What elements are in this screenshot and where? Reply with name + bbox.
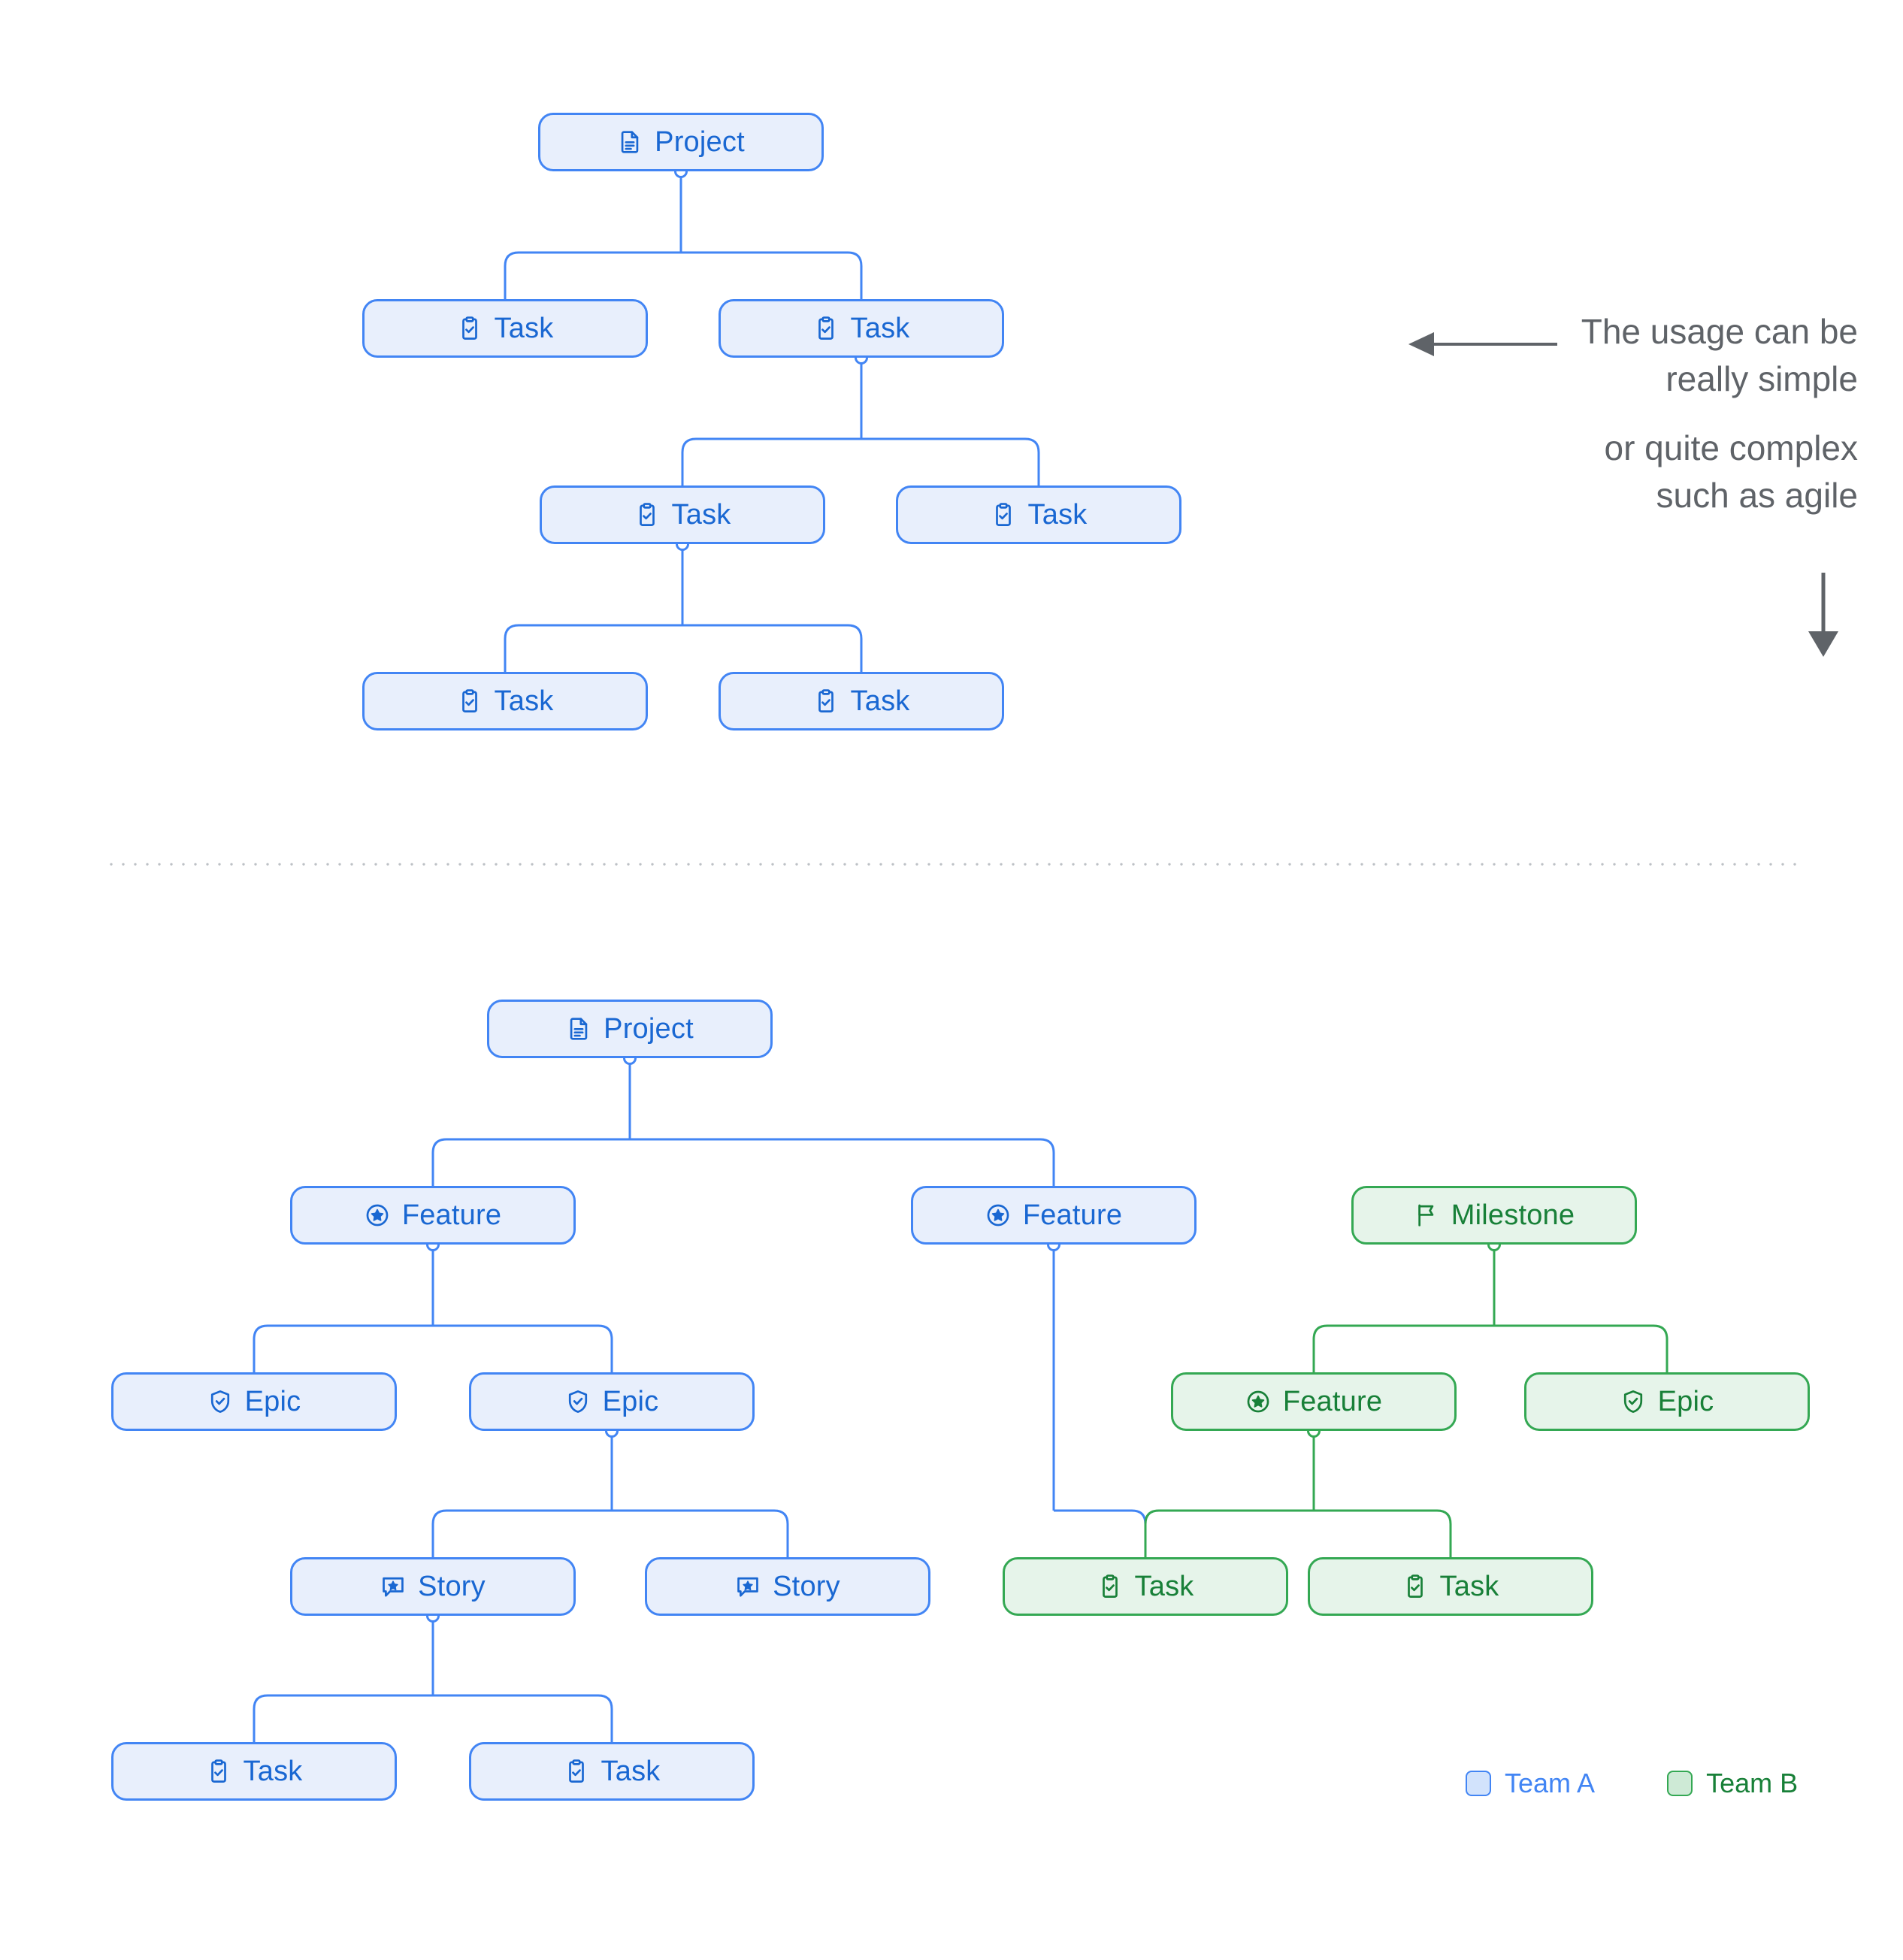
node-label: Epic (1657, 1386, 1714, 1417)
node-label: Task (243, 1756, 303, 1787)
shield-check-icon (207, 1389, 233, 1414)
legend-item-team-b[interactable]: Team B (1667, 1768, 1798, 1799)
clipboard-check-icon (813, 688, 839, 714)
arrow-left-icon (1408, 332, 1557, 356)
legend-label: Team B (1706, 1768, 1799, 1798)
node-task[interactable]: Task (1003, 1557, 1288, 1616)
node-task[interactable]: Task (719, 299, 1004, 358)
node-label: Feature (401, 1199, 502, 1231)
node-task[interactable]: Task (1308, 1557, 1593, 1616)
clipboard-check-icon (1402, 1574, 1428, 1599)
legend-label: Team A (1505, 1768, 1596, 1798)
node-task[interactable]: Task (362, 672, 648, 730)
node-epic[interactable]: Epic (1524, 1372, 1810, 1431)
chat-star-icon (380, 1574, 406, 1599)
node-label: Task (850, 685, 910, 717)
node-label: Task (671, 499, 731, 531)
node-story[interactable]: Story (290, 1557, 576, 1616)
clipboard-check-icon (564, 1759, 589, 1784)
flag-icon (1414, 1202, 1439, 1228)
clipboard-check-icon (634, 502, 660, 528)
clipboard-check-icon (206, 1759, 231, 1784)
annotation-paragraph-2: or quite complex such as agile (1399, 425, 1859, 519)
chat-star-icon (735, 1574, 761, 1599)
node-task[interactable]: Task (896, 485, 1181, 544)
node-task[interactable]: Task (719, 672, 1004, 730)
annotation-line-3: or quite complex (1604, 428, 1859, 468)
node-label: Task (1027, 499, 1088, 531)
node-task[interactable]: Task (111, 1742, 397, 1801)
node-feature[interactable]: Feature (1171, 1372, 1457, 1431)
clipboard-check-icon (457, 688, 483, 714)
square-swatch-icon (1667, 1771, 1693, 1796)
node-label: Project (604, 1013, 694, 1045)
star-circle-icon (1245, 1389, 1271, 1414)
node-label: Epic (244, 1386, 301, 1417)
node-label: Task (494, 313, 554, 344)
node-project[interactable]: Project (487, 1000, 773, 1058)
node-label: Feature (1022, 1199, 1123, 1231)
annotation-paragraph-1: The usage can be really simple (1399, 308, 1858, 402)
legend: Team A Team B (1466, 1768, 1798, 1799)
node-label: Story (773, 1571, 840, 1602)
annotation-line-1: The usage can be (1581, 312, 1858, 351)
star-circle-icon (365, 1202, 390, 1228)
document-icon (617, 129, 643, 155)
annotation-line-4: such as agile (1656, 475, 1859, 515)
node-story[interactable]: Story (645, 1557, 930, 1616)
node-label: Story (418, 1571, 486, 1602)
node-feature[interactable]: Feature (911, 1186, 1197, 1245)
document-icon (566, 1016, 591, 1042)
node-label: Task (1439, 1571, 1499, 1602)
shield-check-icon (1620, 1389, 1646, 1414)
clipboard-check-icon (991, 502, 1016, 528)
section-divider (105, 863, 1798, 866)
node-epic[interactable]: Epic (111, 1372, 397, 1431)
shield-check-icon (565, 1389, 591, 1414)
node-label: Epic (602, 1386, 659, 1417)
node-label: Task (1134, 1571, 1194, 1602)
node-feature[interactable]: Feature (290, 1186, 576, 1245)
node-project[interactable]: Project (538, 113, 824, 171)
node-task[interactable]: Task (362, 299, 648, 358)
node-epic[interactable]: Epic (469, 1372, 755, 1431)
annotation-line-2: really simple (1666, 358, 1858, 398)
node-task[interactable]: Task (469, 1742, 755, 1801)
arrow-down-icon (1808, 573, 1838, 657)
clipboard-check-icon (813, 316, 839, 341)
node-label: Milestone (1451, 1199, 1575, 1231)
star-circle-icon (985, 1202, 1011, 1228)
node-label: Feature (1282, 1386, 1383, 1417)
clipboard-check-icon (1097, 1574, 1123, 1599)
node-label: Task (850, 313, 910, 344)
node-task[interactable]: Task (540, 485, 825, 544)
annotation-block: The usage can be really simple or quite … (1399, 308, 1858, 519)
node-milestone[interactable]: Milestone (1351, 1186, 1637, 1245)
node-label: Task (494, 685, 554, 717)
clipboard-check-icon (457, 316, 483, 341)
node-label: Task (601, 1756, 661, 1787)
square-swatch-icon (1466, 1771, 1491, 1796)
legend-item-team-a[interactable]: Team A (1466, 1768, 1595, 1799)
node-label: Project (655, 126, 745, 158)
